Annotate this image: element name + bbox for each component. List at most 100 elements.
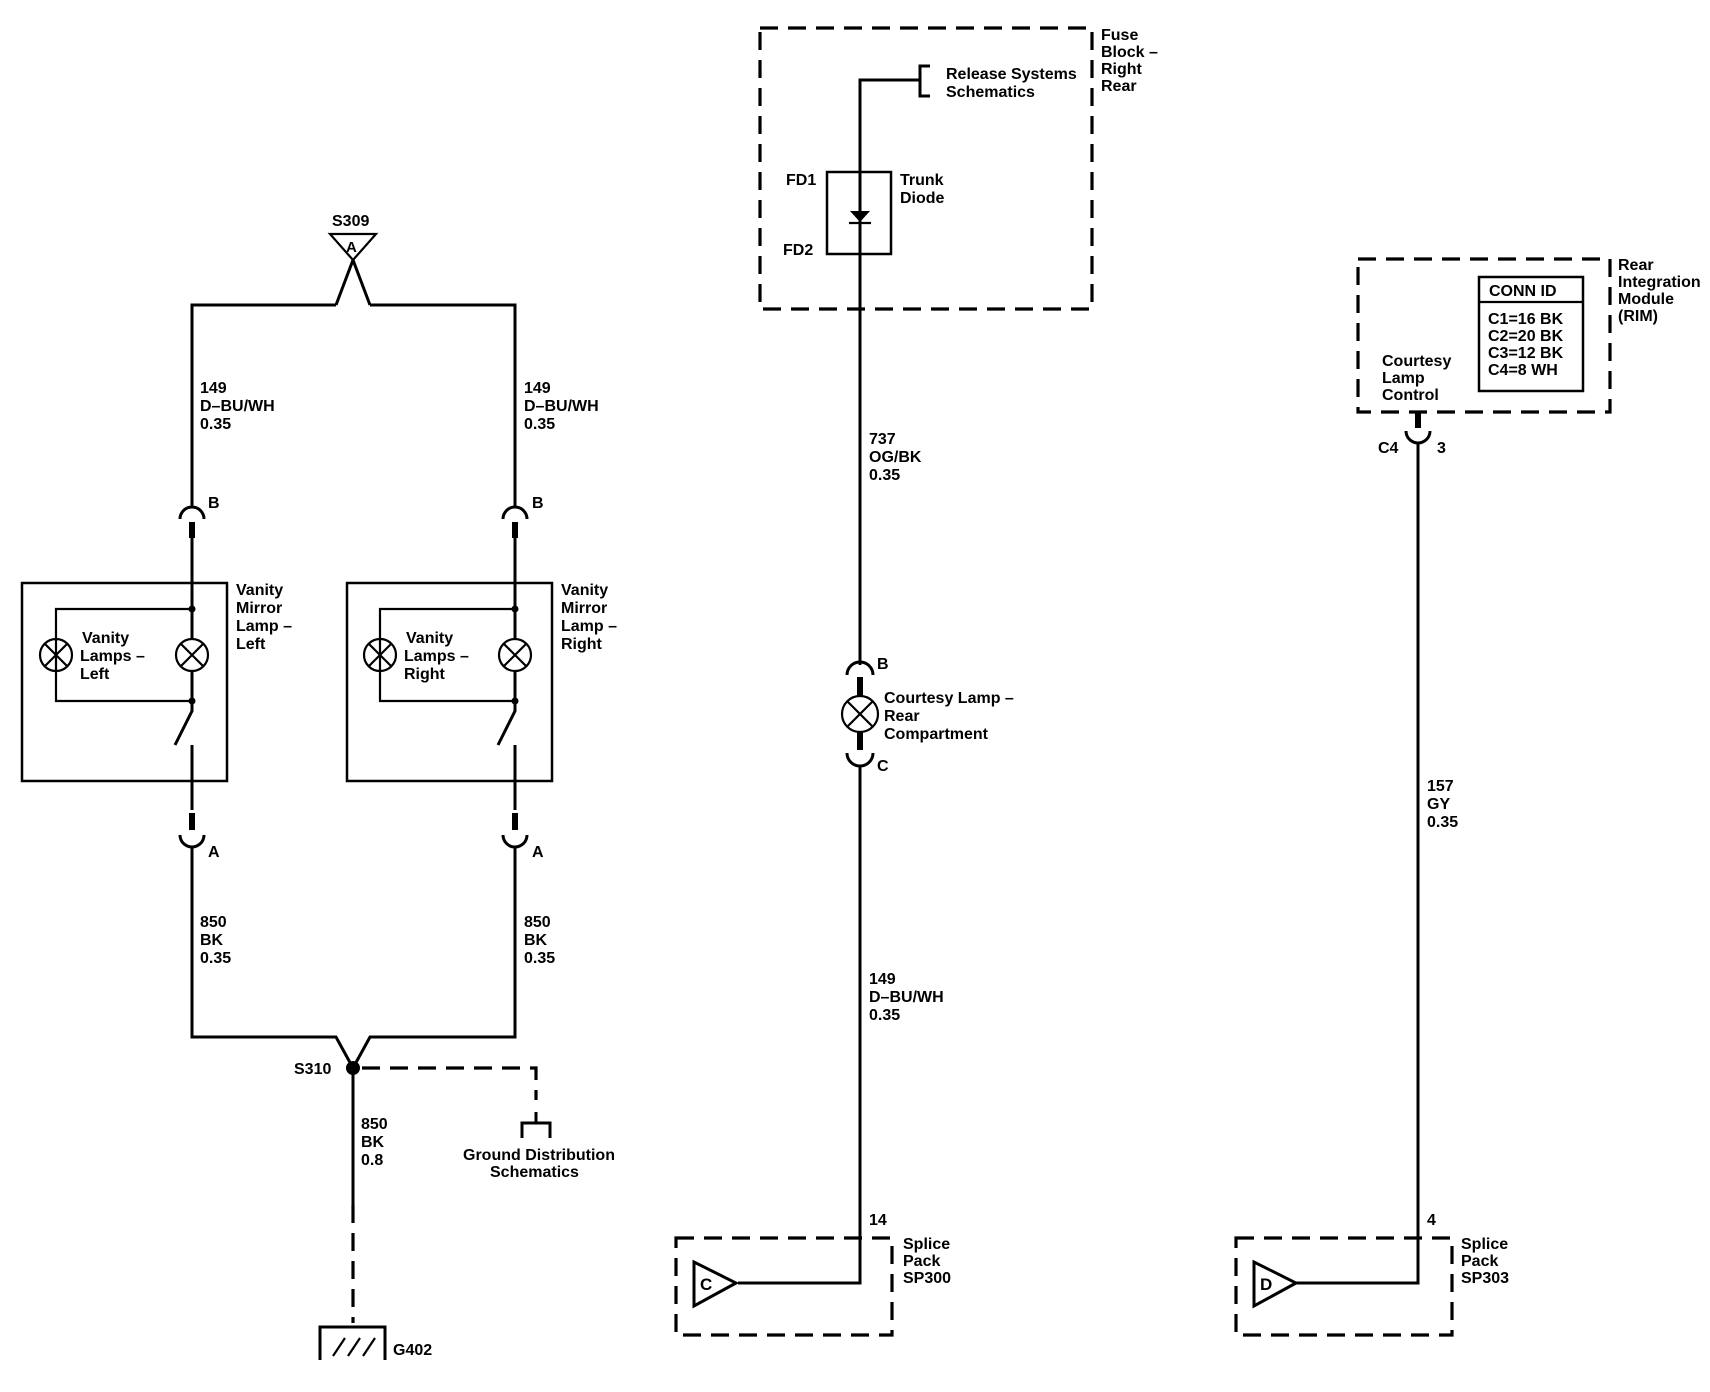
svg-text:850: 850 bbox=[524, 914, 551, 931]
connector-right-b: B bbox=[501, 495, 544, 538]
vanity-mirror-left-label: Vanity Mirror Lamp – Left bbox=[236, 582, 292, 653]
sp303-label: Splice Pack SP303 bbox=[1461, 1236, 1509, 1287]
svg-text:BK: BK bbox=[200, 932, 224, 949]
svg-text:Right: Right bbox=[1101, 61, 1143, 78]
wire-850-left bbox=[190, 847, 355, 1069]
lamp-symbol-left-outer bbox=[38, 637, 74, 673]
connector-left-b: B bbox=[178, 495, 220, 538]
svg-text:Trunk: Trunk bbox=[900, 172, 944, 189]
svg-text:149: 149 bbox=[524, 380, 551, 397]
conn-id-table: CONN ID C1=16 BK C2=20 BK C3=12 BK C4=8 … bbox=[1477, 275, 1585, 393]
svg-text:C: C bbox=[877, 758, 889, 775]
wire-label-737: 737 OG/BK 0.35 bbox=[869, 431, 922, 484]
svg-text:Courtesy Lamp –: Courtesy Lamp – bbox=[884, 690, 1014, 707]
svg-text:G402: G402 bbox=[393, 1342, 432, 1359]
svg-text:Lamps –: Lamps – bbox=[404, 648, 469, 665]
wire-label-left-top: 149 D–BU/WH 0.35 bbox=[200, 380, 275, 433]
svg-text:Left: Left bbox=[80, 666, 110, 683]
svg-text:Block –: Block – bbox=[1101, 44, 1158, 61]
svg-text:Splice: Splice bbox=[1461, 1236, 1508, 1253]
svg-text:Fuse: Fuse bbox=[1101, 27, 1138, 44]
svg-text:D–BU/WH: D–BU/WH bbox=[524, 398, 599, 415]
svg-text:Right: Right bbox=[404, 666, 446, 683]
wire-149-middle bbox=[738, 766, 862, 1285]
vanity-mirror-right-label: Vanity Mirror Lamp – Right bbox=[561, 582, 617, 653]
svg-text:Schematics: Schematics bbox=[946, 84, 1035, 101]
svg-text:Diode: Diode bbox=[900, 190, 945, 207]
svg-text:0.35: 0.35 bbox=[869, 1007, 900, 1024]
svg-text:Mirror: Mirror bbox=[561, 600, 607, 617]
connector-left-a: A bbox=[178, 813, 220, 861]
svg-text:B: B bbox=[532, 495, 544, 512]
svg-text:FD2: FD2 bbox=[783, 242, 813, 259]
svg-text:A: A bbox=[532, 844, 544, 861]
svg-text:Lamp: Lamp bbox=[1382, 370, 1425, 387]
svg-text:B: B bbox=[208, 495, 220, 512]
splice-pack-sp303: D Splice Pack SP303 bbox=[1234, 1236, 1509, 1337]
ground-g402: G402 bbox=[318, 1325, 432, 1360]
svg-text:Integration: Integration bbox=[1618, 274, 1701, 291]
svg-text:Schematics: Schematics bbox=[490, 1164, 579, 1181]
svg-text:Lamp –: Lamp – bbox=[561, 618, 617, 635]
svg-text:C4=8 WH: C4=8 WH bbox=[1488, 362, 1558, 379]
svg-text:Pack: Pack bbox=[1461, 1253, 1498, 1270]
svg-text:BK: BK bbox=[524, 932, 548, 949]
svg-text:157: 157 bbox=[1427, 778, 1454, 795]
svg-text:Control: Control bbox=[1382, 387, 1439, 404]
svg-text:OG/BK: OG/BK bbox=[869, 449, 922, 466]
wire-label-right-top: 149 D–BU/WH 0.35 bbox=[524, 380, 599, 433]
rim-label: Rear Integration Module (RIM) bbox=[1618, 257, 1701, 325]
lamp-symbol-right-outer bbox=[362, 637, 398, 673]
splice-s310: S310 Ground Distribution Schematics bbox=[294, 1061, 615, 1181]
wire-label-157: 157 GY 0.35 bbox=[1427, 778, 1458, 831]
svg-text:FD1: FD1 bbox=[786, 172, 816, 189]
svg-text:0.35: 0.35 bbox=[1427, 814, 1458, 831]
svg-text:Vanity: Vanity bbox=[82, 630, 129, 647]
ground-distribution-ref: Ground Distribution Schematics bbox=[463, 1147, 615, 1181]
svg-text:Vanity: Vanity bbox=[236, 582, 283, 599]
svg-text:Vanity: Vanity bbox=[406, 630, 453, 647]
svg-text:A: A bbox=[208, 844, 220, 861]
svg-text:3: 3 bbox=[1437, 440, 1446, 457]
svg-text:Left: Left bbox=[236, 636, 266, 653]
svg-text:B: B bbox=[877, 656, 889, 673]
svg-text:Rear: Rear bbox=[884, 708, 920, 725]
wire-label-ground: 850 BK 0.8 bbox=[361, 1116, 388, 1169]
wire-149-left bbox=[190, 303, 336, 508]
wire-157 bbox=[1296, 443, 1420, 1285]
svg-text:D–BU/WH: D–BU/WH bbox=[200, 398, 275, 415]
svg-text:Module: Module bbox=[1618, 291, 1674, 308]
svg-text:0.35: 0.35 bbox=[524, 416, 555, 433]
svg-text:SP300: SP300 bbox=[903, 1270, 951, 1287]
svg-text:GY: GY bbox=[1427, 796, 1450, 813]
svg-text:149: 149 bbox=[869, 971, 896, 988]
vanity-lamps-right-label: Vanity Lamps – Right bbox=[404, 630, 469, 683]
vanity-mirror-lamp-left: Vanity Lamps – Left Vanity Mirror Lamp –… bbox=[20, 538, 292, 810]
svg-text:(RIM): (RIM) bbox=[1618, 308, 1658, 325]
svg-text:149: 149 bbox=[200, 380, 227, 397]
svg-text:0.35: 0.35 bbox=[524, 950, 555, 967]
svg-text:0.35: 0.35 bbox=[869, 467, 900, 484]
svg-text:D: D bbox=[1260, 1275, 1272, 1294]
svg-text:C3=12 BK: C3=12 BK bbox=[1488, 345, 1564, 362]
courtesy-lamp-control-label: Courtesy Lamp Control bbox=[1382, 353, 1451, 404]
svg-text:Right: Right bbox=[561, 636, 603, 653]
sp303-pin: 4 bbox=[1427, 1212, 1436, 1229]
svg-text:C2=20 BK: C2=20 BK bbox=[1488, 328, 1564, 345]
splice-s309-label: S309 bbox=[332, 213, 369, 230]
splice-s309: S309 A bbox=[327, 213, 379, 306]
svg-text:Lamps –: Lamps – bbox=[80, 648, 145, 665]
sp300-pin: 14 bbox=[869, 1212, 887, 1229]
splice-pack-sp300: C Splice Pack SP300 bbox=[674, 1236, 951, 1337]
courtesy-lamp-label: Courtesy Lamp – Rear Compartment bbox=[884, 690, 1014, 743]
svg-text:Splice: Splice bbox=[903, 1236, 950, 1253]
connector-rim-c4: C4 3 bbox=[1378, 412, 1446, 457]
sp300-label: Splice Pack SP300 bbox=[903, 1236, 951, 1287]
fuse-block-label: Fuse Block – Right Rear bbox=[1101, 27, 1158, 95]
splice-s309-pin: A bbox=[346, 239, 357, 256]
courtesy-lamp-rear-compartment: B C Courtesy Lamp – Rear Compartment bbox=[840, 656, 1014, 775]
svg-text:Mirror: Mirror bbox=[236, 600, 282, 617]
svg-text:Compartment: Compartment bbox=[884, 726, 989, 743]
svg-text:SP303: SP303 bbox=[1461, 1270, 1509, 1287]
svg-text:Ground Distribution: Ground Distribution bbox=[463, 1147, 615, 1164]
